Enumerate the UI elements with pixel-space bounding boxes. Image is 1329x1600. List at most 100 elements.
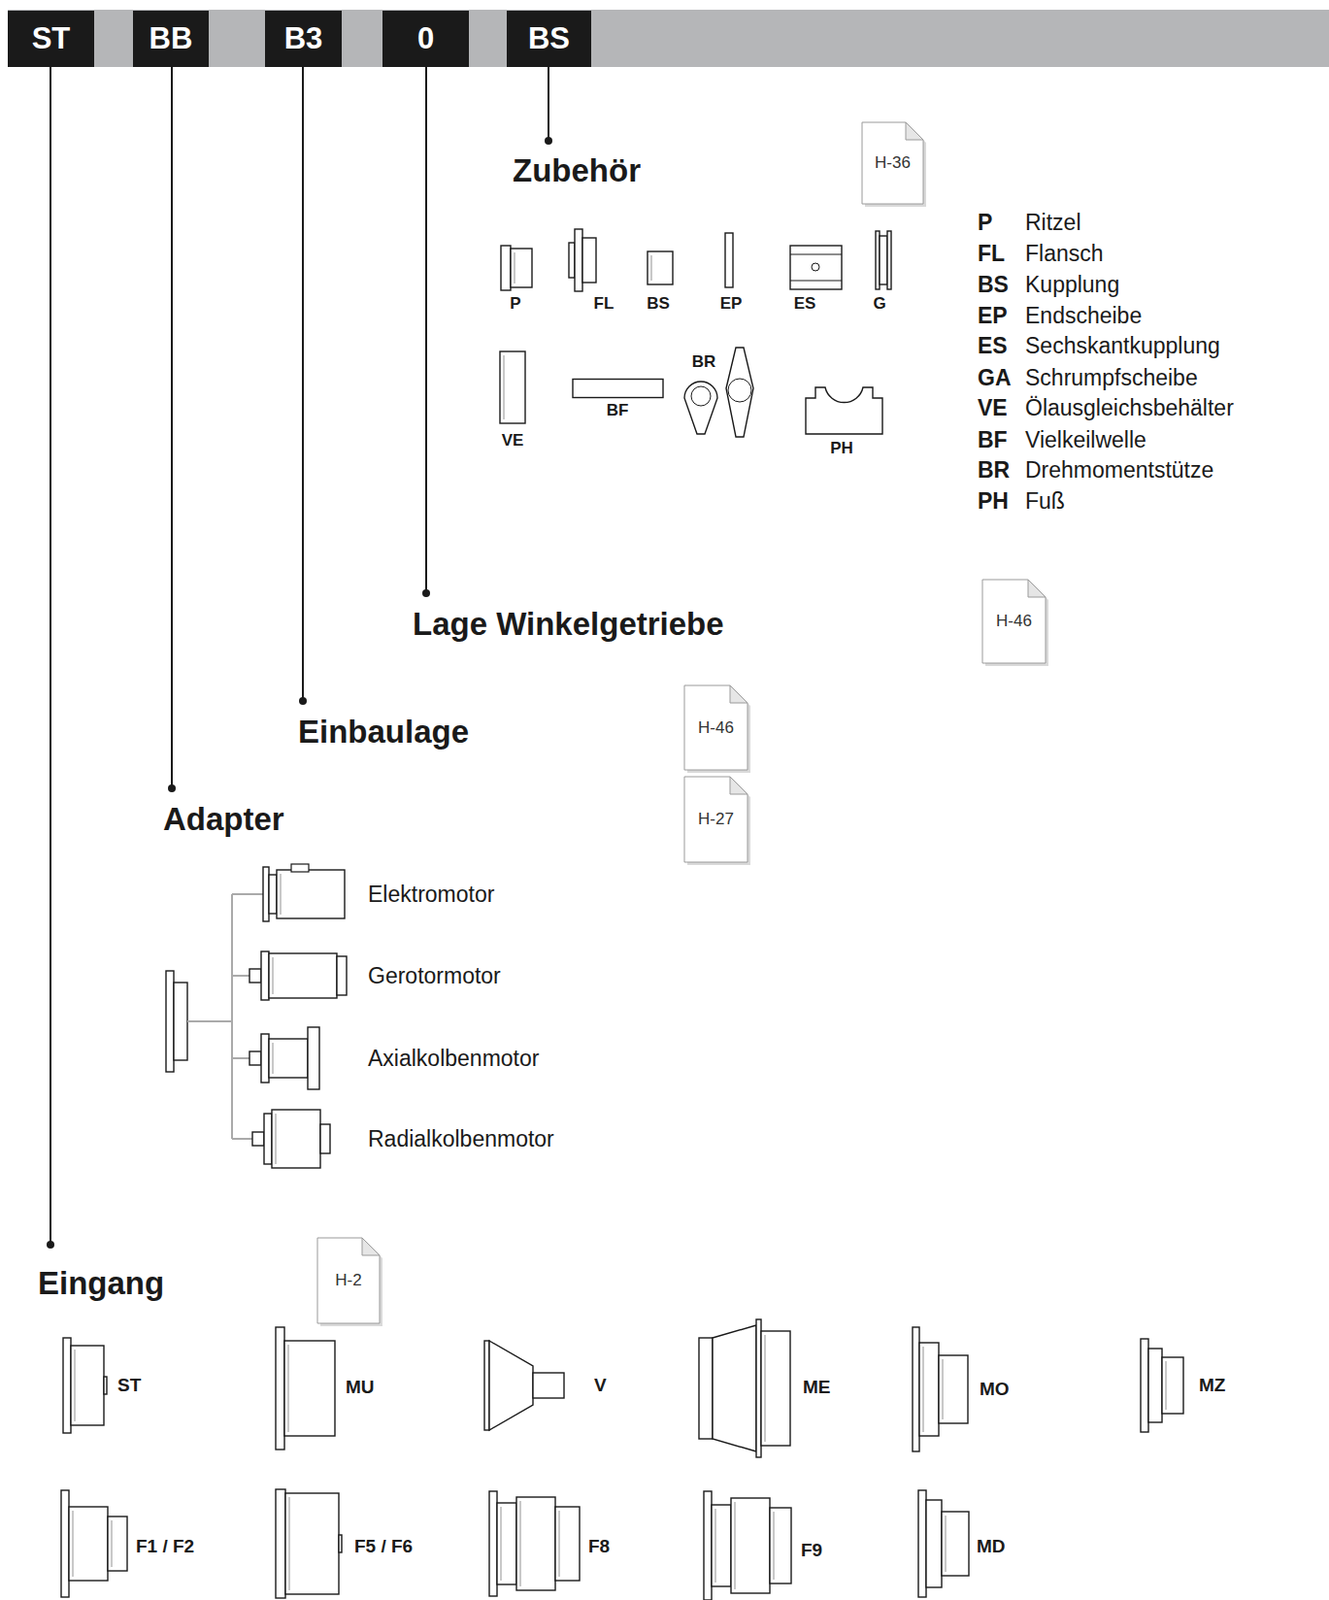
leader-line [49, 66, 52, 1245]
part-detail [942, 1359, 944, 1420]
page-reference: H-27 [684, 776, 748, 863]
leader-line [301, 66, 304, 701]
part-outline [276, 869, 345, 919]
part-outline [1140, 1338, 1149, 1432]
code-key: P [977, 209, 993, 235]
flange-icon [568, 229, 597, 292]
part-outline [532, 1372, 565, 1398]
part-outline [489, 1491, 498, 1596]
part-outline [497, 1502, 517, 1585]
page-reference: H-2 [317, 1237, 380, 1324]
code-key: VE [977, 395, 1008, 421]
code-meaning: Sechskantkupplung [1025, 332, 1221, 359]
part-outline [271, 1109, 321, 1168]
tree-line [232, 893, 264, 896]
part-code: ES [794, 294, 817, 314]
spline-shaft-icon [572, 379, 664, 399]
part-detail [1165, 1361, 1167, 1410]
page-fold [730, 776, 748, 795]
part-outline [756, 1319, 762, 1458]
leader-dot [422, 589, 431, 598]
part-outline [263, 866, 269, 922]
code-key: BF [977, 427, 1008, 453]
part-detail [72, 1510, 74, 1577]
part-outline [941, 1511, 969, 1576]
page-reference: H-46 [982, 579, 1046, 664]
code-key: ES [977, 332, 1008, 359]
part-outline [805, 387, 883, 434]
input-code: ME [802, 1376, 831, 1398]
code-meaning: Endscheibe [1025, 302, 1142, 329]
code-key: BR [977, 457, 1010, 483]
part-outline [572, 379, 664, 399]
leader-line [547, 66, 550, 141]
part-outline [249, 1051, 262, 1065]
motor-name: Gerotormotor [367, 963, 501, 989]
part-outline [68, 1506, 108, 1581]
hex-coupling-icon [790, 245, 842, 290]
part-cone [712, 1325, 757, 1452]
code-meaning: Flansch [1025, 240, 1104, 266]
part-outline [918, 1490, 927, 1597]
code-text: ST [32, 21, 71, 57]
part-outline [275, 1327, 285, 1450]
page-fold [362, 1237, 380, 1256]
part-outline [107, 1516, 128, 1571]
part-outline [703, 1491, 712, 1600]
part-outline [484, 1340, 490, 1430]
part-outline [307, 1027, 320, 1090]
part-detail [74, 1349, 76, 1422]
part-outline [912, 1327, 920, 1452]
part-outline [166, 970, 174, 1072]
code-key: FL [977, 240, 1005, 266]
axial-piston-motor-icon [249, 1027, 320, 1090]
input-icon [61, 1490, 128, 1597]
part-outline [926, 1499, 942, 1588]
code-key: EP [977, 302, 1008, 329]
part-code: BR [692, 352, 717, 372]
part-detail [503, 355, 505, 420]
part-outline [63, 1337, 71, 1433]
part-outline [264, 1113, 272, 1164]
code-meaning: Schrumpfscheibe [1025, 365, 1198, 391]
part-outline [61, 1490, 69, 1597]
part-outline [338, 1534, 342, 1553]
part-outline [582, 237, 597, 283]
page-number: H-2 [334, 1270, 362, 1291]
part-detail [272, 957, 274, 995]
input-code: MO [979, 1378, 1010, 1400]
part-detail [111, 1520, 113, 1567]
part-outline [1148, 1348, 1163, 1423]
input-icon [489, 1491, 580, 1596]
part-outline [249, 968, 262, 983]
part-outline [268, 1038, 308, 1078]
code-text: 0 [417, 21, 434, 57]
part-code: EP [720, 294, 743, 314]
part-outline [320, 1124, 331, 1154]
part-detail [945, 1515, 947, 1572]
part-outline [1162, 1357, 1184, 1414]
part-detail [923, 1346, 925, 1432]
leader-dot [299, 697, 307, 705]
page-number: H-27 [697, 809, 734, 830]
part-outline [285, 1493, 339, 1595]
page-reference: H-46 [684, 685, 748, 770]
part-detail [520, 1500, 522, 1587]
input-code: F1 / F2 [135, 1535, 195, 1558]
part-outline [336, 956, 347, 996]
leader-line [170, 66, 173, 789]
part-detail [773, 1511, 775, 1580]
code-key: GA [977, 365, 1012, 391]
part-outline [500, 245, 511, 291]
heading: Adapter [163, 800, 285, 838]
input-icon [703, 1491, 792, 1600]
part-detail [734, 1501, 736, 1590]
heading: Eingang [37, 1264, 165, 1302]
part-outline [879, 235, 888, 285]
code-meaning: Vielkeilwelle [1025, 427, 1147, 453]
part-detail [272, 1042, 274, 1074]
code-text: BS [528, 21, 570, 57]
part-detail [275, 1113, 277, 1164]
